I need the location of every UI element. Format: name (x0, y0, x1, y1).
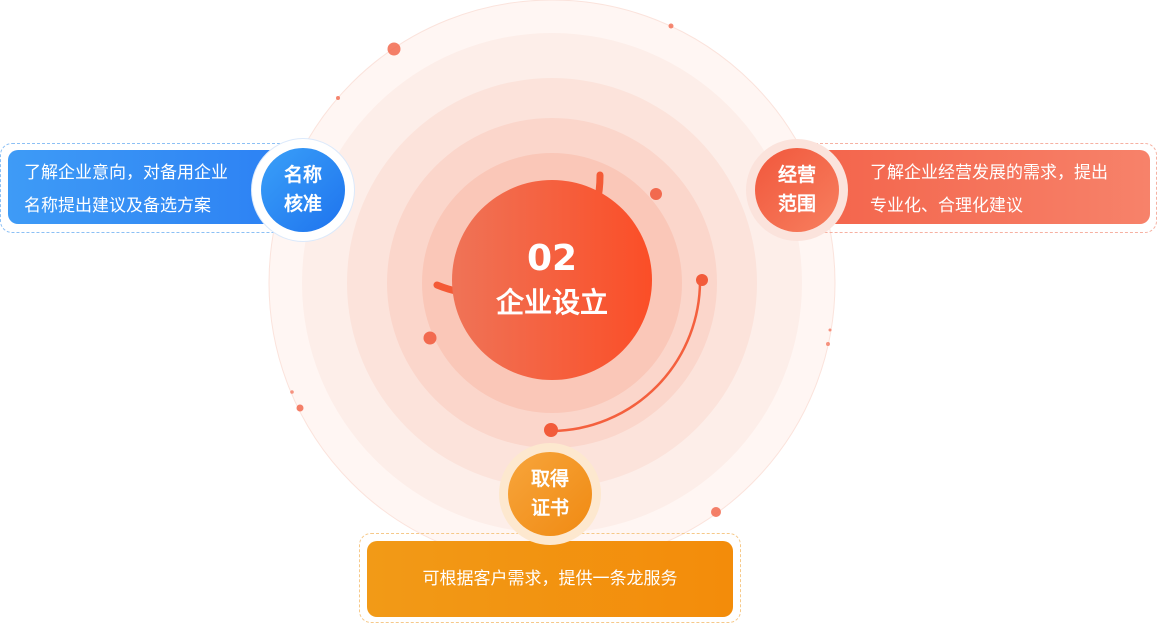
certificate-text: 可根据客户需求，提供一条龙服务 (422, 568, 678, 589)
certificate-badge-line2: 证书 (530, 497, 569, 519)
orbit-dot (826, 342, 830, 346)
orbit-dot (423, 331, 437, 345)
orbit-dot (290, 390, 294, 394)
step-title: 企业设立 (495, 286, 608, 319)
center-badge: 02 企业设立 (452, 180, 652, 380)
business-scope-badge-line1: 经营 (777, 164, 816, 186)
orbit-dot (296, 404, 304, 412)
name-approval-text-line2: 名称提出建议及备选方案 (24, 196, 211, 216)
orbit-dot (387, 42, 401, 56)
orbit-dot (650, 188, 662, 200)
business-scope-text-line2: 专业化、合理化建议 (870, 196, 1023, 216)
certificate-badge: 取得 证书 (508, 452, 592, 536)
name-approval-badge-line2: 核准 (283, 193, 322, 215)
orbit-dot (696, 274, 708, 286)
orbit-dot (336, 96, 340, 100)
business-scope-badge: 经营 范围 (755, 148, 839, 232)
business-scope-description: 了解企业经营发展的需求，提出 专业化、合理化建议 (800, 150, 1150, 224)
business-scope-text-line1: 了解企业经营发展的需求，提出 (870, 163, 1108, 183)
orbit-dot (544, 423, 558, 437)
orbit-dot (828, 328, 832, 332)
business-scope-badge-line2: 范围 (777, 193, 816, 215)
name-approval-badge-line1: 名称 (283, 164, 322, 186)
name-approval-text-line1: 了解企业意向，对备用企业 (24, 163, 228, 183)
orbit-dot (668, 23, 674, 29)
step-number: 02 (526, 238, 578, 279)
orbit-dot (711, 507, 721, 517)
certificate-badge-line1: 取得 (530, 468, 569, 490)
name-approval-badge: 名称 核准 (261, 148, 345, 232)
certificate-description: 可根据客户需求，提供一条龙服务 (367, 541, 733, 617)
orbit-arc-large (551, 279, 702, 433)
center-disc (452, 180, 652, 380)
